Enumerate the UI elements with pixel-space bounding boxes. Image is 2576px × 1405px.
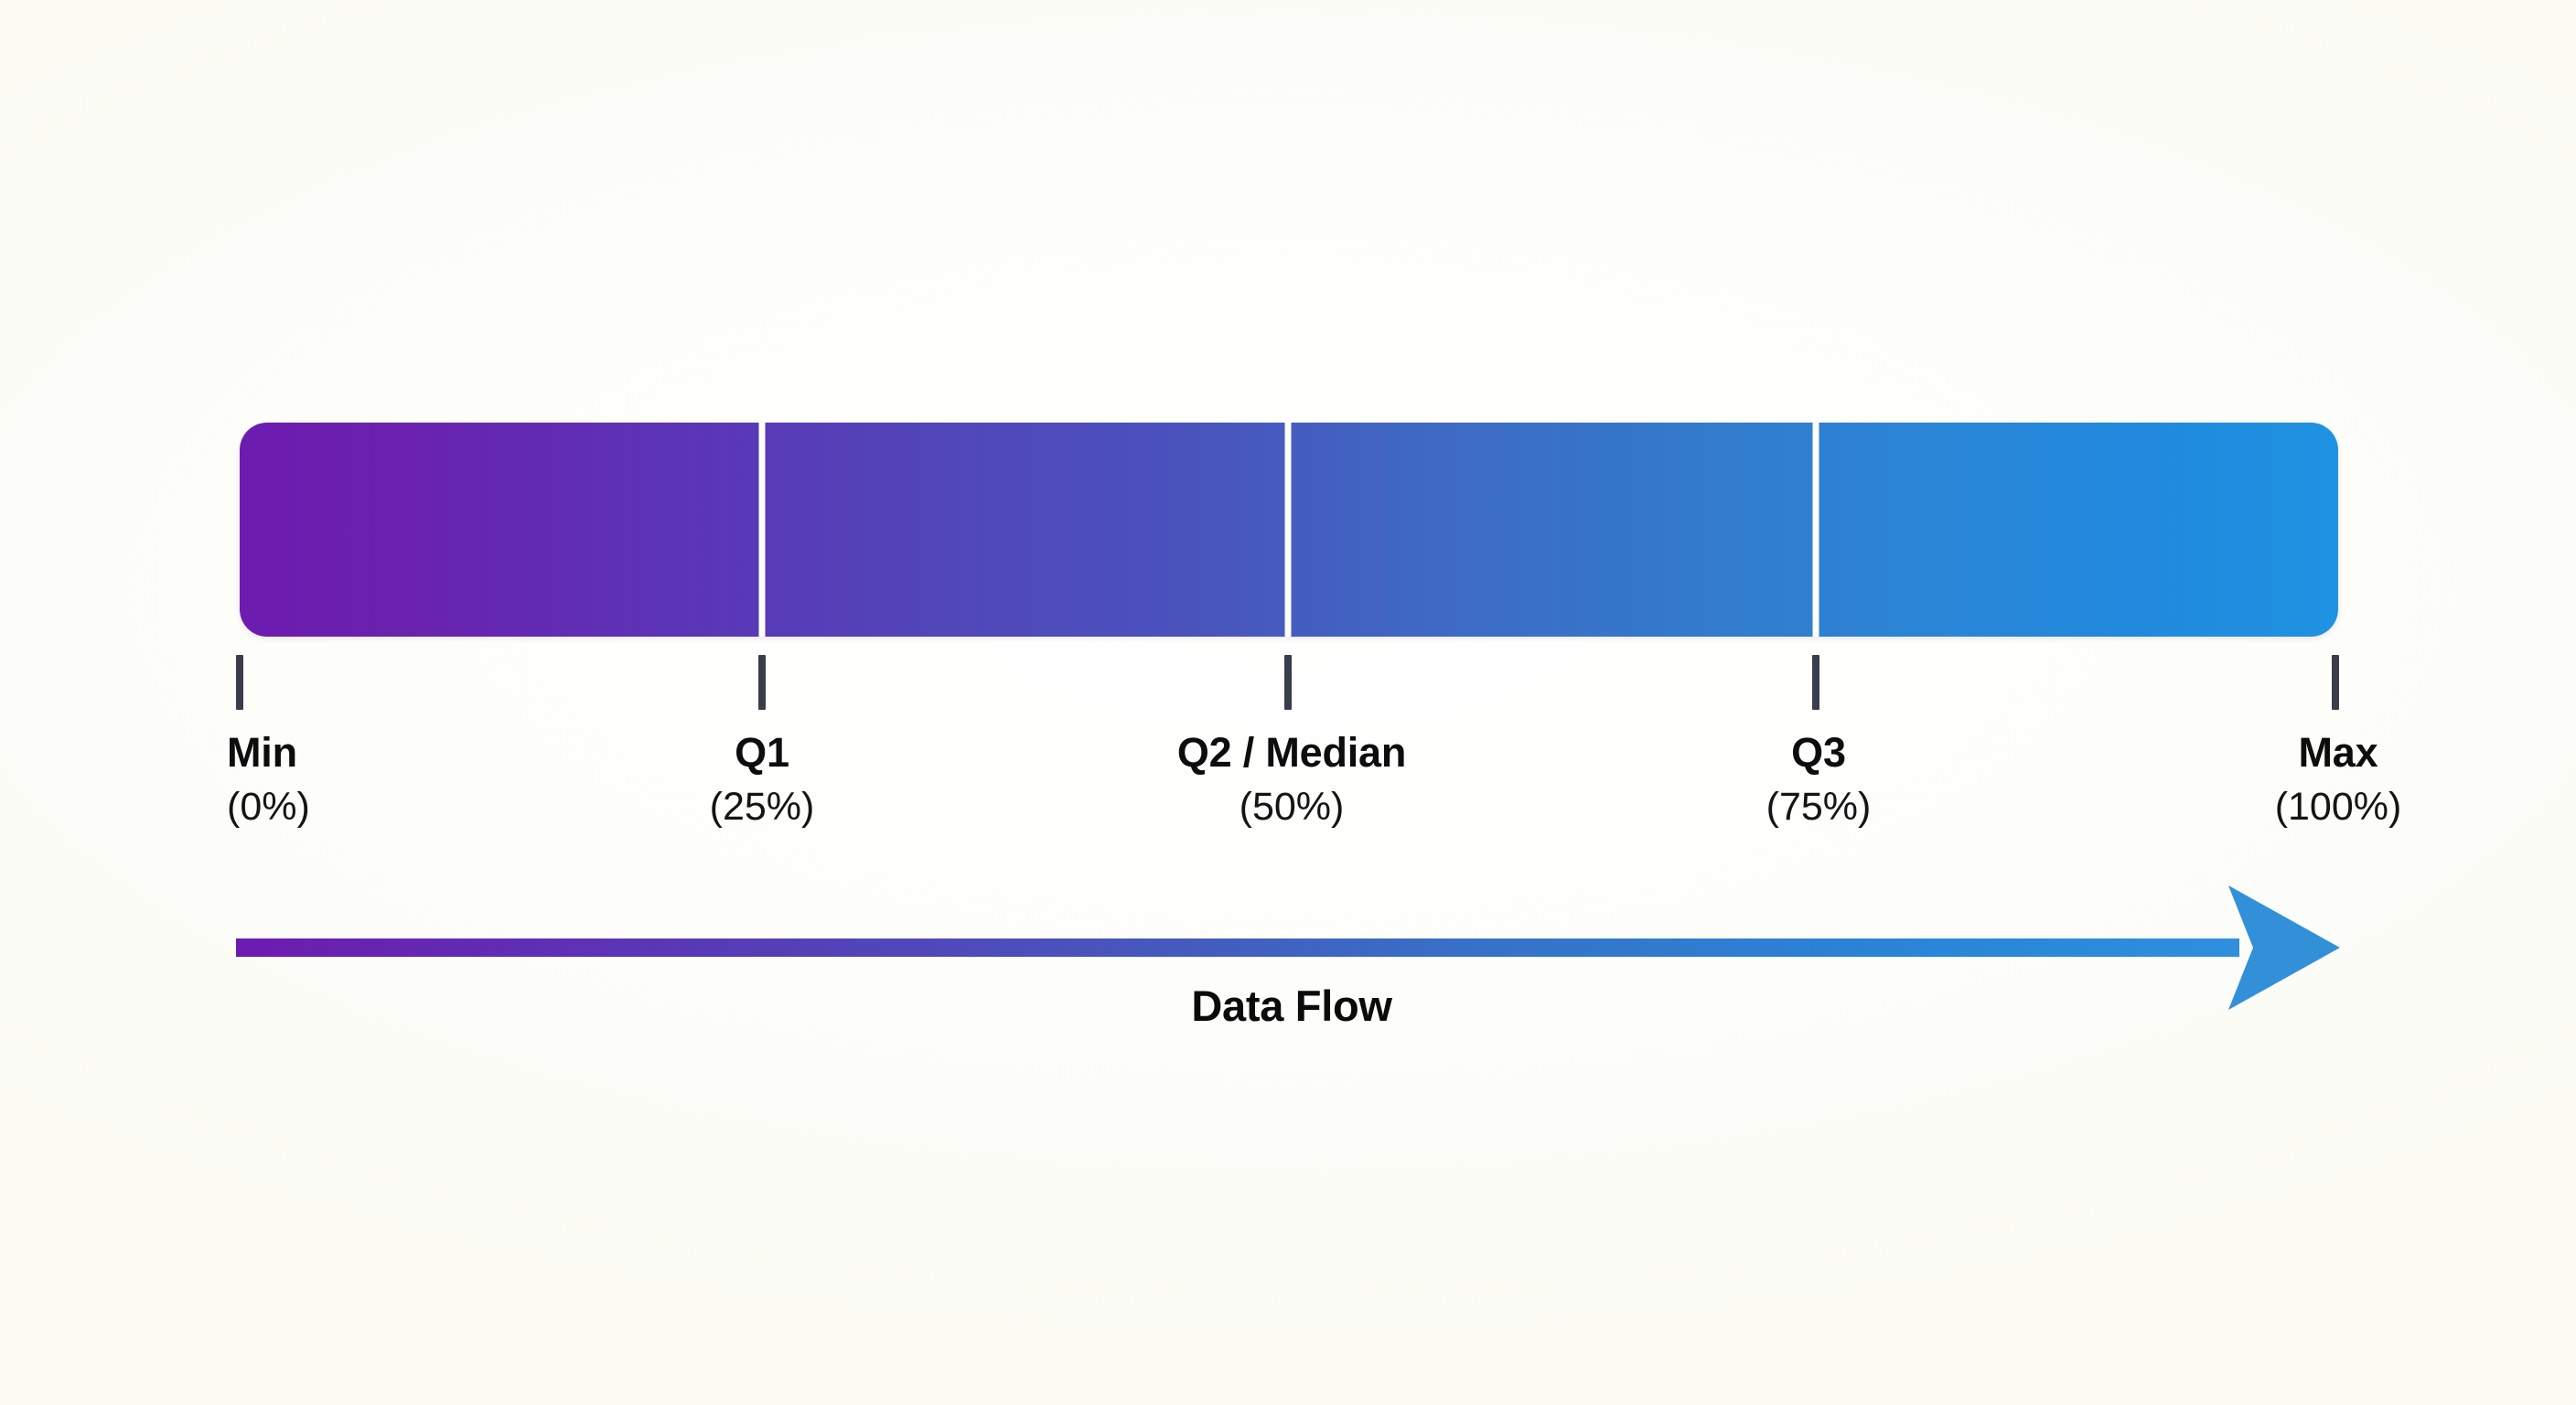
axis-label-max-percent: (100%) <box>2274 785 2402 829</box>
data-flow-caption: Data Flow <box>1191 981 1392 1030</box>
axis-label-q1-percent: (25%) <box>709 785 815 829</box>
axis-label-q3-name: Q3 <box>1791 729 1846 776</box>
axis-label-q2-median: Q2 / Median (50%) <box>1176 729 1407 829</box>
axis-label-q1-name: Q1 <box>735 729 789 776</box>
tick-mark-q1 <box>758 655 766 710</box>
segment-divider-q1 <box>758 423 766 637</box>
axis-label-q1: Q1 (25%) <box>710 732 815 827</box>
axis-label-min-percent: (0%) <box>227 785 310 829</box>
tick-mark-max <box>2332 655 2339 710</box>
right-arrow-icon <box>236 880 2340 1017</box>
tick-mark-min <box>236 655 243 710</box>
quartile-bar <box>240 423 2338 637</box>
axis-label-q3: Q3 (75%) <box>1766 732 1872 827</box>
axis-label-min: Min (0%) <box>227 732 310 827</box>
axis-label-max: Max (100%) <box>2275 732 2402 827</box>
axis-label-min-name: Min <box>227 729 297 776</box>
axis-label-q2-median-name: Q2 / Median <box>1176 729 1407 776</box>
segment-divider-q3 <box>1812 423 1819 637</box>
tick-mark-q2 <box>1284 655 1292 710</box>
axis-label-q2-median-percent: (50%) <box>1239 785 1345 829</box>
segment-divider-q2 <box>1284 423 1292 637</box>
axis-label-max-name: Max <box>2298 729 2378 776</box>
axis-label-q3-percent: (75%) <box>1766 785 1872 829</box>
tick-mark-q3 <box>1812 655 1819 710</box>
